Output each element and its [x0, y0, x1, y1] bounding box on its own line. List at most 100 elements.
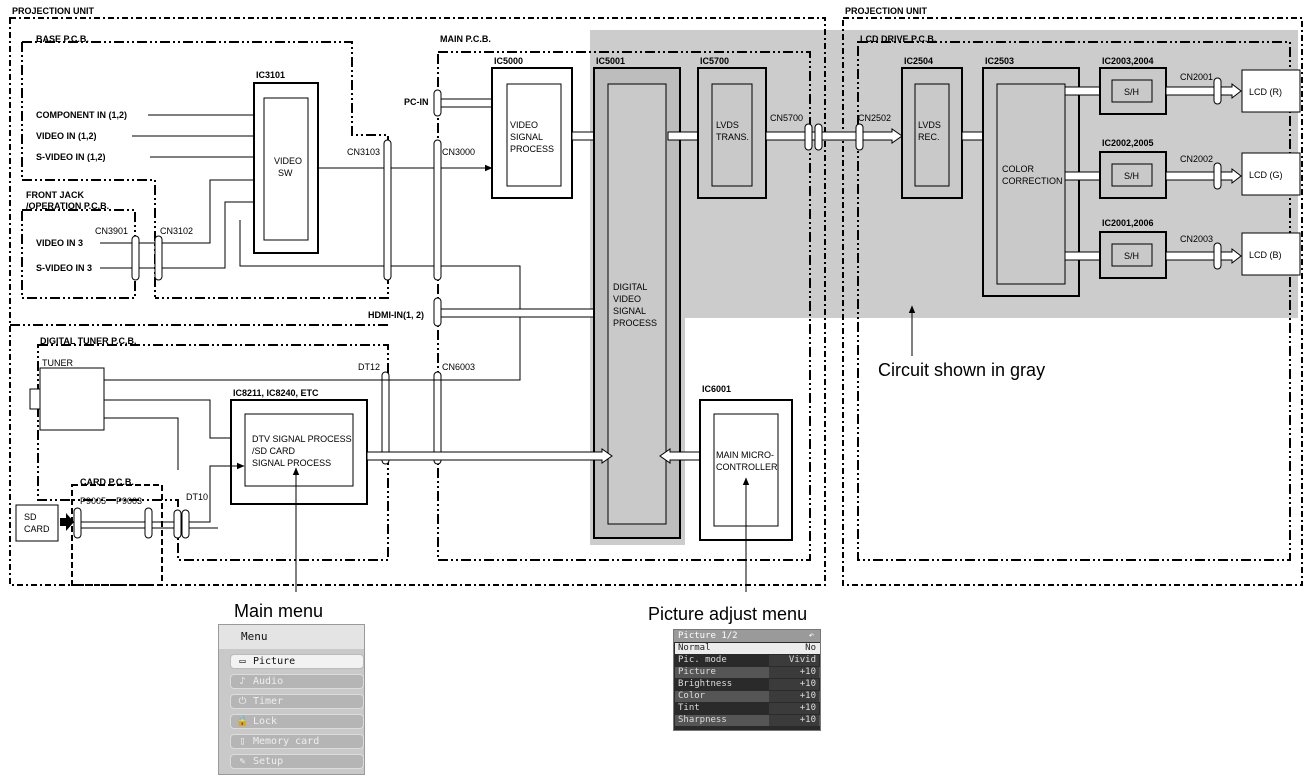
picture-menu-title: Picture 1/2 ↶: [674, 630, 820, 642]
picture-row-color[interactable]: Color+10: [675, 691, 820, 702]
sh-channel-r: IC2003,2004 S/H CN2001 LCD (R): [1064, 56, 1301, 115]
projection-unit-right-border: [842, 17, 1303, 586]
menu-item-memory-card[interactable]: ▯Memory card: [230, 734, 364, 749]
svg-text:LCD (G): LCD (G): [1249, 170, 1283, 180]
dt10-label: DT10: [186, 492, 208, 502]
svg-text:LCD (R): LCD (R): [1249, 87, 1282, 97]
ic5000-body-2: SIGNAL: [510, 132, 543, 142]
ic3101-body-1: VIDEO: [274, 156, 302, 166]
cn3901-label: CN3901: [95, 226, 128, 236]
ic6001-body-2: CONTROLLER: [716, 462, 778, 472]
ic3101-inner: [263, 97, 309, 241]
main-pcb-label: MAIN P.C.B.: [440, 34, 491, 44]
ic3101-body-2: SW: [278, 168, 293, 178]
ic5001-body-3: SIGNAL: [613, 306, 646, 316]
cn2502-label: CN2502: [858, 113, 891, 123]
sd-card-label-1: SD: [24, 512, 37, 522]
picture-row-sharpness[interactable]: Sharpness+10: [675, 715, 820, 726]
ic5000-body-3: PROCESS: [510, 144, 554, 154]
ic5000-body-1: VIDEO: [510, 120, 538, 130]
projection-unit-left-border: [9, 17, 826, 586]
svg-text:S/H: S/H: [1124, 87, 1139, 97]
lcd-drive-pcb-label: LCD DRIVE P.C.B.: [860, 34, 936, 44]
dt10-connector-a: [173, 509, 182, 539]
picture-row-tint[interactable]: Tint+10: [675, 703, 820, 714]
menu-item-lock[interactable]: 🔒Lock: [230, 714, 364, 729]
sd-insert-arrow: [60, 513, 74, 531]
cn6003-label: CN6003: [442, 362, 475, 372]
svg-text:S/H: S/H: [1124, 251, 1139, 261]
card-pcb-border: [71, 484, 163, 586]
menu-item-audio[interactable]: ♪Audio: [230, 674, 364, 689]
menu-item-timer[interactable]: ⏻Timer: [230, 694, 364, 709]
cn6003-connector: [433, 371, 442, 465]
p9003-connector: [144, 507, 153, 539]
sd-card-label-2: CARD: [24, 524, 50, 534]
cn5700-connector-a: [804, 123, 813, 151]
memory-card-icon: ▯: [239, 736, 246, 747]
picture-icon: ▭: [239, 656, 246, 667]
dt12-connector: [381, 371, 390, 465]
tuner-box: [39, 367, 105, 431]
cn3102-label: CN3102: [160, 226, 193, 236]
sd-card-box: [15, 504, 59, 542]
digital-tuner-pcb-border: [37, 344, 389, 561]
input-pc: PC-IN: [404, 97, 429, 107]
cn3000-connector: [433, 139, 442, 281]
return-icon[interactable]: ↶: [808, 631, 814, 641]
main-menu-annotation: Main menu: [234, 601, 323, 620]
svg-text:IC2002,2005: IC2002,2005: [1102, 138, 1154, 148]
gray-annotation: Circuit shown in gray: [878, 360, 1045, 380]
audio-icon: ♪: [239, 676, 246, 687]
menu-item-picture[interactable]: ▭Picture: [230, 654, 364, 669]
input-component: COMPONENT IN (1,2): [36, 110, 127, 120]
input-svideo3: S-VIDEO IN 3: [36, 263, 92, 273]
cn2502-connector: [855, 123, 864, 151]
hdmi-in-connector: [433, 297, 442, 327]
menu-item-setup[interactable]: ✎Setup: [230, 754, 364, 769]
pc-in-connector: [433, 89, 442, 117]
p9005-connector: [73, 507, 82, 539]
lock-icon: 🔒: [236, 716, 249, 727]
dt12-label: DT12: [358, 362, 380, 372]
ic8211-body-1: DTV SIGNAL PROCESS: [252, 434, 352, 444]
svg-text:IC2001,2006: IC2001,2006: [1102, 218, 1154, 228]
setup-icon: ✎: [239, 756, 246, 767]
unit-label-left: PROJECTION UNIT: [12, 6, 95, 16]
block-diagram: PROJECTION UNIT PROJECTION UNIT BASE P.C…: [9, 6, 1303, 620]
base-pcb-label: BASE P.C.B.: [36, 34, 89, 44]
p9005-label: P9005: [80, 496, 106, 506]
front-jack-label-2: /OPERATION P.C.B.: [26, 201, 109, 211]
unit-label-right: PROJECTION UNIT: [845, 6, 928, 16]
svg-text:S/H: S/H: [1124, 171, 1139, 181]
ic2503-body-1: COLOR: [1002, 164, 1035, 174]
svg-text:CN2003: CN2003: [1180, 234, 1213, 244]
cn3901-connector: [131, 235, 140, 281]
cn3000-label: CN3000: [442, 147, 475, 157]
ic2504-label: IC2504: [904, 56, 933, 66]
ic5001-body-4: PROCESS: [613, 318, 657, 328]
ic5700-inner: [711, 83, 753, 187]
dt10-connector-b: [181, 509, 190, 539]
picture-row-picture[interactable]: Picture+10: [675, 667, 820, 678]
ic2504-body-2: REC.: [918, 132, 940, 142]
ic5700-body-2: TRANS.: [716, 132, 749, 142]
picture-menu-annotation: Picture adjust menu: [648, 604, 808, 624]
ic5001-body-1: DIGITAL: [613, 282, 647, 292]
ic8211-label: IC8211, IC8240, ETC: [233, 388, 319, 398]
svg-text:LCD (B): LCD (B): [1249, 250, 1282, 260]
svg-text:CN2001: CN2001: [1180, 72, 1213, 82]
cn5700-connector-b: [814, 123, 823, 151]
ic5700-label: IC5700: [700, 56, 729, 66]
ic3101-label: IC3101: [256, 70, 285, 80]
ic6001-label: IC6001: [702, 384, 731, 394]
ic2503-inner: [996, 83, 1066, 285]
ic2503-label: IC2503: [985, 56, 1014, 66]
tuner-label: TUNER: [42, 358, 73, 368]
input-video: VIDEO IN (1,2): [36, 131, 97, 141]
ic8211-body-3: SIGNAL PROCESS: [252, 458, 331, 468]
picture-row-brightness[interactable]: Brightness+10: [675, 679, 820, 690]
